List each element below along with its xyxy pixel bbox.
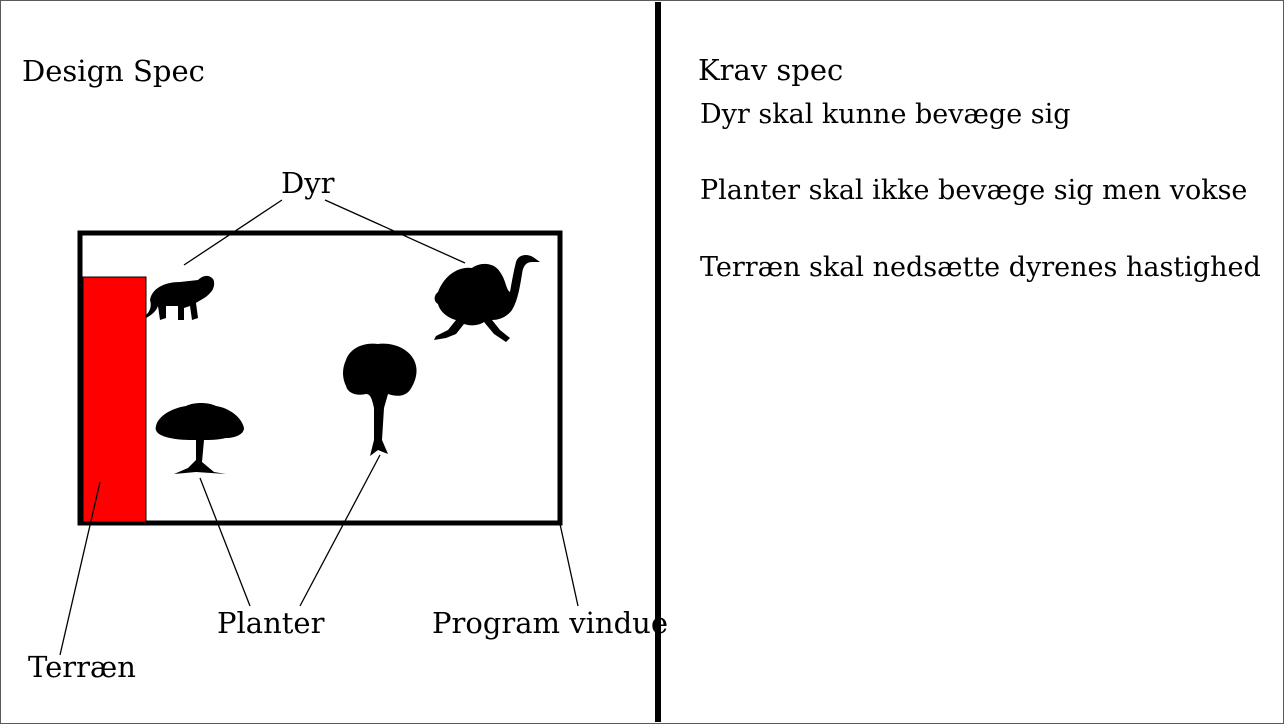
ostrich-icon bbox=[434, 254, 540, 342]
callout-line-dyr-ostrich bbox=[324, 199, 466, 264]
callout-line-terrain bbox=[59, 481, 101, 656]
krav-spec-title: Krav spec bbox=[698, 53, 844, 87]
requirement-2: Planter skal ikke bevæge sig men vokse bbox=[700, 175, 1248, 206]
callout-line-program-window bbox=[559, 523, 579, 607]
callout-line-planter-acacia bbox=[199, 477, 251, 607]
label-dyr: Dyr bbox=[281, 166, 335, 200]
program-window-frame bbox=[77, 230, 563, 526]
callout-line-planter-tree bbox=[299, 454, 381, 607]
requirement-3: Terræn skal nedsætte dyrenes hastighed bbox=[700, 252, 1261, 283]
terrain-area bbox=[82, 276, 147, 523]
design-spec-title: Design Spec bbox=[22, 54, 205, 88]
tiger-icon bbox=[145, 275, 215, 320]
label-program-vindue: Program vindue bbox=[432, 606, 669, 640]
label-planter: Planter bbox=[217, 606, 325, 640]
panel-divider bbox=[655, 2, 661, 722]
callout-lines bbox=[59, 199, 579, 656]
label-terraen: Terræn bbox=[28, 650, 136, 684]
tall-tree-icon bbox=[343, 343, 417, 456]
acacia-tree-icon bbox=[155, 403, 244, 474]
callout-line-dyr-tiger bbox=[183, 199, 283, 266]
requirement-1: Dyr skal kunne bevæge sig bbox=[700, 99, 1071, 130]
